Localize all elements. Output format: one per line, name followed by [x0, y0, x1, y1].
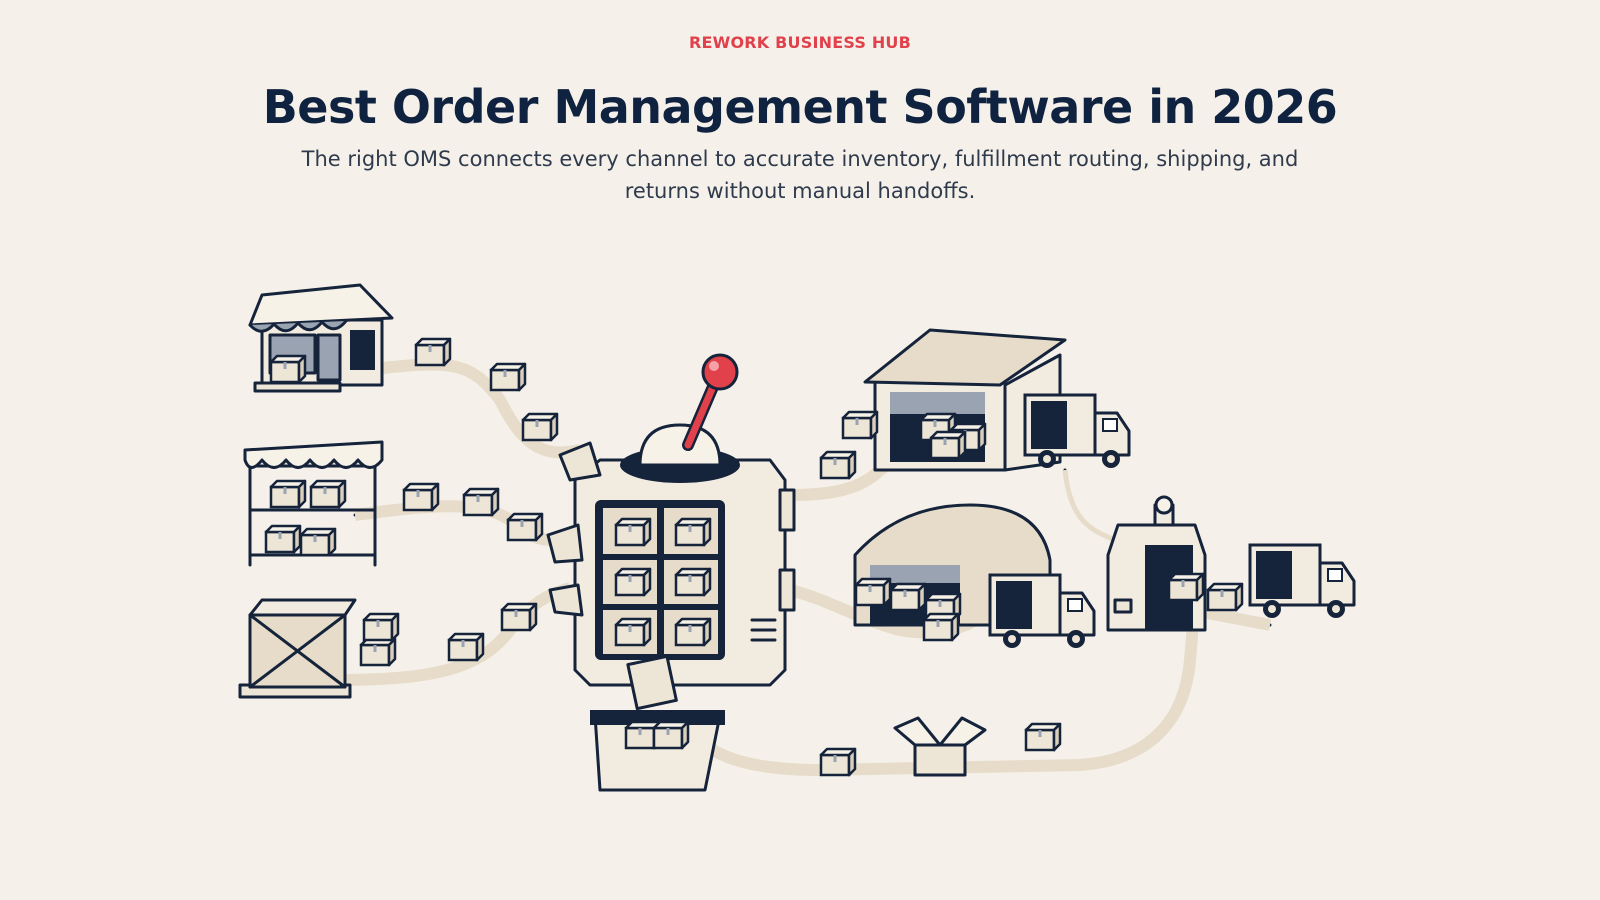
crate-pallet-icon	[238, 598, 485, 699]
storefront-icon	[248, 283, 394, 393]
returns-bin-icon	[590, 654, 725, 792]
market-stall-icon	[243, 440, 384, 567]
scanner-gate-icon	[1106, 495, 1207, 632]
open-box-icon	[893, 716, 987, 777]
oms-flow-illustration	[238, 283, 1356, 792]
page-title: Best Order Management Software in 2026	[262, 80, 1338, 134]
brand-eyebrow: REWORK BUSINESS HUB	[688, 33, 912, 52]
oms-hub-machine-icon	[546, 353, 796, 687]
page-subtitle: The right OMS connects every channel to …	[301, 147, 1299, 203]
